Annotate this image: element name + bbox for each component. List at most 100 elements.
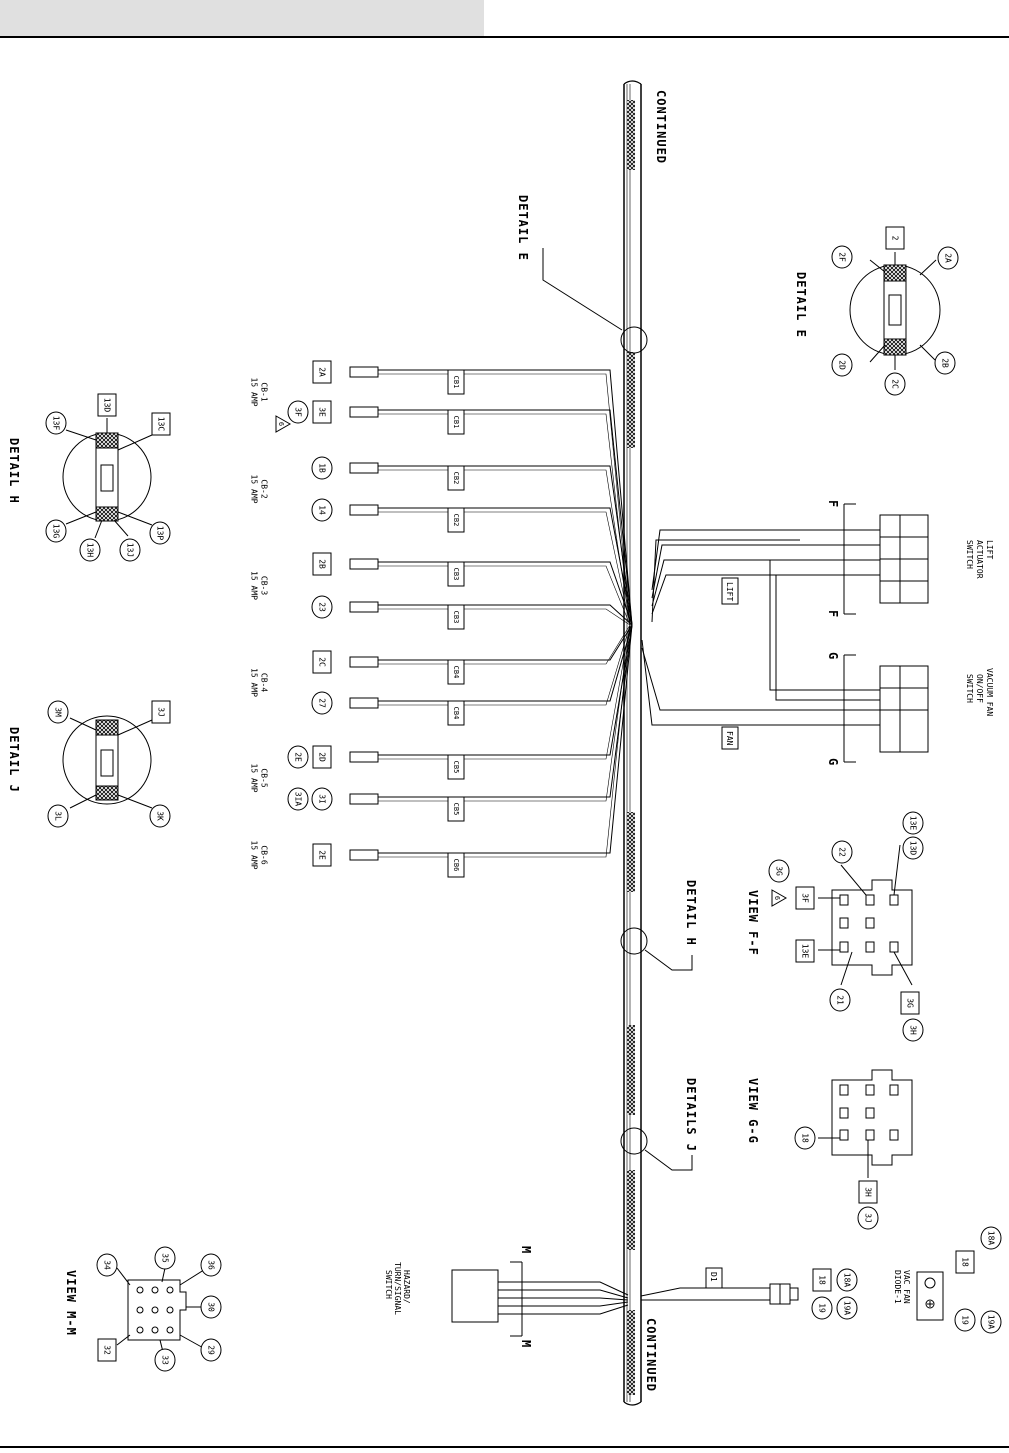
- ref-circle-label: 13H: [86, 543, 95, 558]
- svg-text:DIODE-1: DIODE-1: [893, 1270, 902, 1304]
- ref-circle-label: 13F: [52, 416, 61, 431]
- ref-circle-label: 18: [801, 1133, 810, 1143]
- ref-circle-label: 27: [318, 698, 327, 708]
- ref-box: 32: [97, 1338, 117, 1362]
- svg-text:LIFT: LIFT: [725, 582, 734, 601]
- ref-box-label: 18: [961, 1257, 970, 1267]
- ref-circle: 14: [311, 498, 333, 522]
- detail-markers: [542, 248, 693, 1171]
- breaker-amp: 15 AMP: [250, 475, 259, 504]
- ref-box: 3F: [795, 886, 815, 910]
- ref-circle: 3H: [902, 1018, 924, 1042]
- diode-connector: [640, 1283, 799, 1305]
- svg-text:SWITCH: SWITCH: [384, 1270, 393, 1299]
- ref-circle-label: 19: [961, 1315, 970, 1325]
- breaker-wire: CB3: [349, 558, 633, 626]
- breaker-wire: CB4: [349, 624, 633, 726]
- footer-rule: [0, 1446, 1009, 1448]
- ref-circle-label: 18A: [987, 1231, 996, 1246]
- detail-h-callout: DETAIL H: [684, 880, 698, 946]
- breaker-amp: 15 AMP: [250, 571, 259, 600]
- ref-circle: 13F: [45, 411, 67, 435]
- wire-tag: CB4: [447, 659, 465, 685]
- ref-circle-label: 2B: [941, 358, 950, 368]
- main-harness: [623, 80, 642, 1406]
- ref-circle: 34: [96, 1253, 118, 1277]
- ref-circle-label: 21: [836, 995, 845, 1005]
- ref-circle: 27: [311, 691, 333, 715]
- wire-tag-label: CB5: [452, 803, 460, 816]
- ref-circle: 18A: [836, 1268, 858, 1292]
- breaker-name: CB-6: [260, 845, 269, 864]
- breaker-wire: CB5: [349, 624, 633, 822]
- ref-circle-label: 2F: [838, 252, 847, 262]
- wire-tag-label: CB2: [452, 514, 460, 527]
- svg-text:VACUUM FAN: VACUUM FAN: [985, 668, 994, 716]
- ref-circle: 18A: [980, 1226, 1002, 1250]
- ref-circle: 2E: [287, 745, 309, 769]
- ref-box: 3J: [151, 700, 171, 724]
- ref-box: 2D: [312, 745, 332, 769]
- ref-circle-label: 3L: [54, 811, 63, 821]
- view-mm-title: VIEW M-M: [64, 1270, 78, 1336]
- breaker-name: CB-2: [260, 479, 269, 498]
- ref-circle-label: 30: [207, 1302, 216, 1312]
- wire-tag-label: CB4: [452, 707, 460, 720]
- wire-tag: CB5: [447, 754, 465, 780]
- breaker-wire: CB1: [349, 406, 633, 626]
- breaker-label: CB-315 AMP: [250, 571, 269, 600]
- ref-circle: 2F: [831, 245, 853, 269]
- ref-circle-label: 2A: [944, 253, 953, 263]
- ref-circle: 13D: [902, 836, 924, 860]
- wire-tag: CB6: [447, 852, 465, 878]
- ref-circle-label: 18A: [843, 1273, 852, 1288]
- wire-tag: CB2: [447, 465, 465, 491]
- ref-circle: 13G: [45, 519, 67, 543]
- ref-circle-label: 2D: [838, 360, 847, 370]
- header-rule: [0, 36, 1009, 38]
- d1-tag: D1: [705, 1267, 723, 1289]
- section-m-bottom: M: [519, 1340, 533, 1348]
- ref-box-label: 2C: [318, 657, 327, 667]
- note-triangle: 6: [275, 415, 292, 433]
- ref-circle-label: 3J: [864, 1213, 873, 1223]
- ref-box-label: 13C: [157, 417, 166, 432]
- ref-circle-label: 3I: [318, 794, 327, 804]
- ref-circle-label: 19: [818, 1303, 827, 1313]
- ref-box-label: 2: [891, 236, 900, 241]
- continued-bottom-label: CONTINUED: [644, 1318, 658, 1392]
- ref-box: 18: [955, 1250, 975, 1274]
- wire-tag-label: CB4: [452, 666, 460, 679]
- breaker-amp: 15 AMP: [250, 841, 259, 870]
- ref-circle: 2B: [934, 351, 956, 375]
- section-m-top: M: [519, 1246, 533, 1254]
- ref-circle: 3G: [768, 859, 790, 883]
- svg-text:ACTUATOR: ACTUATOR: [975, 540, 984, 579]
- breaker-amp: 15 AMP: [250, 668, 259, 697]
- svg-text:FAN: FAN: [725, 731, 734, 746]
- svg-text:D1: D1: [709, 1272, 718, 1282]
- wire-tag: CB4: [447, 700, 465, 726]
- section-f-top: F: [826, 500, 840, 508]
- ref-circle: 13J: [119, 538, 141, 562]
- ref-circle: 21: [829, 988, 851, 1012]
- breaker-amp: 15 AMP: [250, 764, 259, 793]
- ref-circle-label: 29: [207, 1345, 216, 1355]
- hazard-switch: [451, 1269, 629, 1323]
- ref-circle-label: 3M: [54, 707, 63, 717]
- ref-circle-label: 1B: [318, 463, 327, 473]
- ref-circle: 19: [954, 1308, 976, 1332]
- ref-circle-label: 19A: [987, 1315, 996, 1330]
- lift-actuator-switch: [651, 514, 929, 701]
- note-triangle: 6: [771, 889, 788, 907]
- ref-circle: 3K: [149, 804, 171, 828]
- breaker-label: CB-115 AMP: [250, 378, 269, 407]
- ref-circle-label: 34: [103, 1260, 112, 1270]
- ref-box-label: 3H: [864, 1187, 873, 1197]
- ref-circle-label: 2E: [294, 752, 303, 762]
- svg-text:SWITCH: SWITCH: [965, 674, 974, 703]
- ref-box-label: 13E: [801, 944, 810, 959]
- svg-text:TURN/SIGNAL: TURN/SIGNAL: [393, 1262, 402, 1315]
- lift-switch-label: LIFT ACTUATOR SWITCH: [965, 540, 994, 579]
- ref-box: 2A: [312, 360, 332, 384]
